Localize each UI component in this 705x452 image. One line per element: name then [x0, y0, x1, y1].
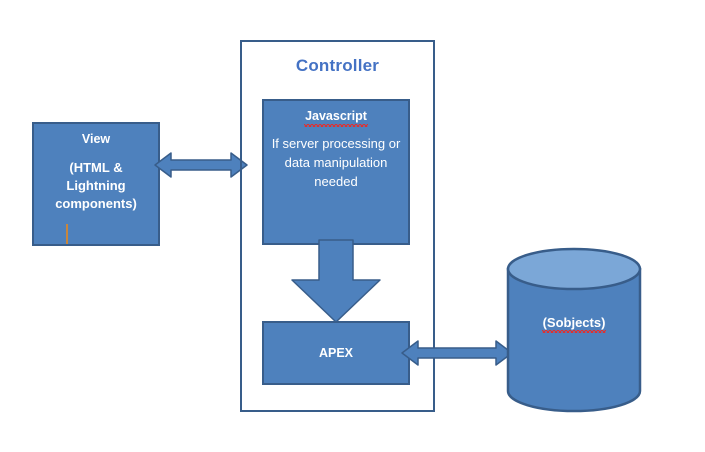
text-caret — [66, 224, 68, 244]
controller-container[interactable]: Controller — [240, 40, 435, 412]
arrow-javascript-to-apex — [291, 239, 381, 323]
javascript-node-body: If server processing or data manipulatio… — [271, 136, 401, 189]
database-node[interactable]: (Sobjects) — [506, 247, 642, 413]
arrow-apex-to-database — [401, 340, 513, 366]
javascript-node-heading: Javascript — [304, 109, 368, 127]
apex-node[interactable]: APEX — [262, 321, 410, 385]
apex-node-heading: APEX — [318, 346, 354, 360]
cylinder-shape — [506, 247, 642, 413]
arrow-view-to-controller — [154, 152, 248, 178]
view-node[interactable]: View (HTML & Lightning components) — [32, 122, 160, 246]
javascript-node[interactable]: Javascript If server processing or data … — [262, 99, 410, 245]
view-node-heading: View — [81, 132, 111, 146]
view-node-subtext: (HTML & Lightning components) — [55, 160, 137, 211]
controller-title: Controller — [295, 56, 380, 75]
